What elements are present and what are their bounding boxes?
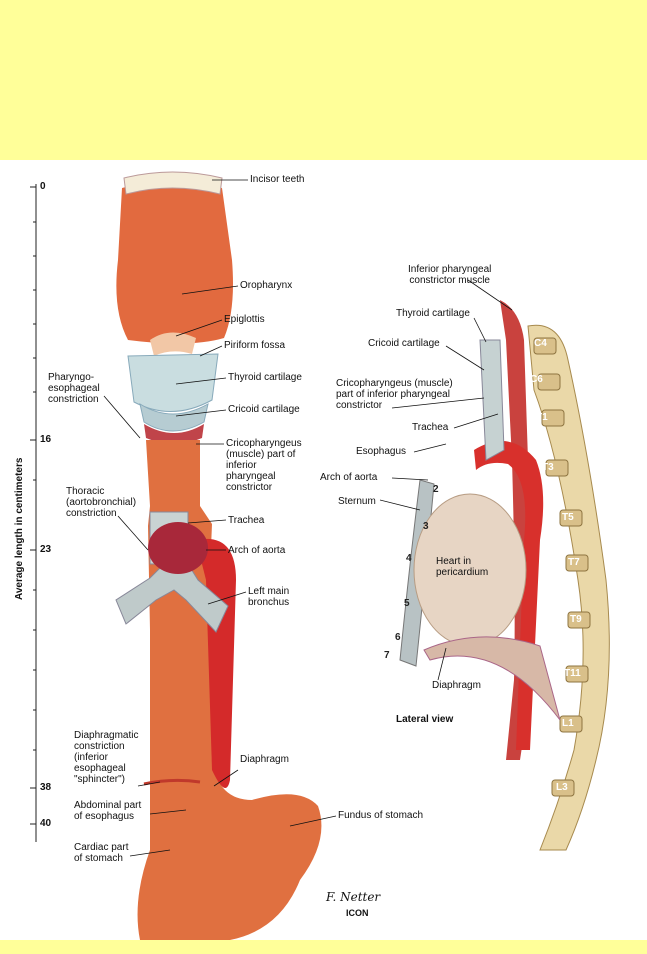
- cricoid-cartilage-shape: [139, 402, 209, 432]
- vertebra-t3: T3: [542, 462, 554, 473]
- label-diaphragmatic-constriction: Diaphragmatic constriction (inferior eso…: [74, 730, 139, 785]
- label-oropharynx: Oropharynx: [240, 280, 293, 291]
- label-arch-of-aorta: Arch of aorta: [228, 545, 286, 556]
- label-lateral-cricopharyngeus: Cricopharyngeus (muscle) part of inferio…: [336, 378, 453, 411]
- label-cardiac-part: Cardiac part of stomach: [74, 842, 129, 864]
- axis-ticks: [30, 186, 36, 825]
- vertebra-c4: C4: [534, 338, 547, 349]
- label-cricoid-cartilage: Cricoid cartilage: [228, 404, 300, 415]
- label-incisor-teeth: Incisor teeth: [250, 174, 305, 185]
- label-left-main-bronchus: Left main bronchus: [248, 586, 290, 608]
- oropharynx-shape: [116, 182, 233, 344]
- label-thyroid-cartilage: Thyroid cartilage: [228, 372, 302, 383]
- cricopharyngeus-band: [144, 424, 204, 444]
- vertebra-t7: T7: [568, 557, 580, 568]
- epiglottis-shape: [150, 332, 196, 356]
- bronchi-shape: [115, 563, 229, 633]
- vertebra-t11: T11: [564, 668, 581, 679]
- label-pharyngo-constriction: Pharyngo- esophageal constriction: [48, 372, 100, 405]
- rib-4: 4: [406, 553, 412, 564]
- lateral-diaphragm: [423, 636, 561, 721]
- descending-aorta: [196, 538, 236, 788]
- teeth: [123, 171, 223, 195]
- diaphragm-line: [143, 778, 201, 786]
- rib-2: 2: [433, 484, 439, 495]
- label-diaphragm: Diaphragm: [240, 754, 289, 765]
- tick-16: 16: [40, 434, 52, 445]
- signature: F. Netter: [326, 890, 381, 904]
- label-piriform-fossa: Piriform fossa: [224, 340, 286, 351]
- label-trachea: Trachea: [228, 515, 265, 526]
- label-lateral-cricoid: Cricoid cartilage: [368, 338, 440, 349]
- tick-40: 40: [40, 818, 52, 829]
- label-lateral-esophagus: Esophagus: [356, 446, 407, 457]
- label-lateral-thyroid: Thyroid cartilage: [396, 308, 470, 319]
- aortic-arch-shape: [148, 522, 208, 574]
- rib-6: 6: [395, 632, 401, 643]
- vertebra-c6: C6: [530, 374, 543, 385]
- axis-label: Average length in centimeters: [14, 457, 25, 600]
- vertebra-l1: L1: [562, 718, 574, 729]
- anatomy-plate: Average length in centimeters 0 16 23 38…: [0, 160, 647, 940]
- vertebra-t9: T9: [570, 614, 582, 625]
- tick-0: 0: [40, 181, 46, 192]
- rib-5: 5: [404, 598, 410, 609]
- rib-3: 3: [423, 521, 429, 532]
- label-heart: Heart in pericardium: [436, 556, 489, 578]
- label-lateral-trachea: Trachea: [412, 422, 449, 433]
- vertebral-bodies: [533, 337, 591, 797]
- label-thoracic-constriction: Thoracic (aortobronchial) constriction: [66, 486, 137, 519]
- spinal-column: [527, 324, 610, 851]
- label-lateral-arch-of-aorta: Arch of aorta: [320, 472, 378, 483]
- lateral-trachea: [479, 339, 505, 461]
- tick-38: 38: [40, 782, 52, 793]
- tick-23: 23: [40, 544, 52, 555]
- label-cricopharyngeus: Cricopharyngeus (muscle) part of inferio…: [226, 438, 302, 493]
- label-epiglottis: Epiglottis: [224, 314, 265, 325]
- lateral-view-title: Lateral view: [396, 714, 454, 725]
- vertebra-t1: T1: [536, 412, 548, 423]
- label-sternum: Sternum: [338, 496, 376, 507]
- label-inferior-pharyngeal: Inferior pharyngeal constrictor muscle: [408, 264, 492, 286]
- label-fundus: Fundus of stomach: [338, 810, 424, 821]
- label-abdominal-part: Abdominal part of esophagus: [74, 800, 142, 822]
- leader-lines: [103, 179, 513, 857]
- thyroid-cartilage-shape: [127, 353, 219, 412]
- label-lateral-diaphragm: Diaphragm: [432, 680, 481, 691]
- rib-7: 7: [384, 650, 390, 661]
- vertebra-l3: L3: [556, 782, 568, 793]
- illustration: [30, 171, 610, 940]
- vertebra-t5: T5: [562, 512, 574, 523]
- publisher-logo: ICON: [346, 908, 369, 918]
